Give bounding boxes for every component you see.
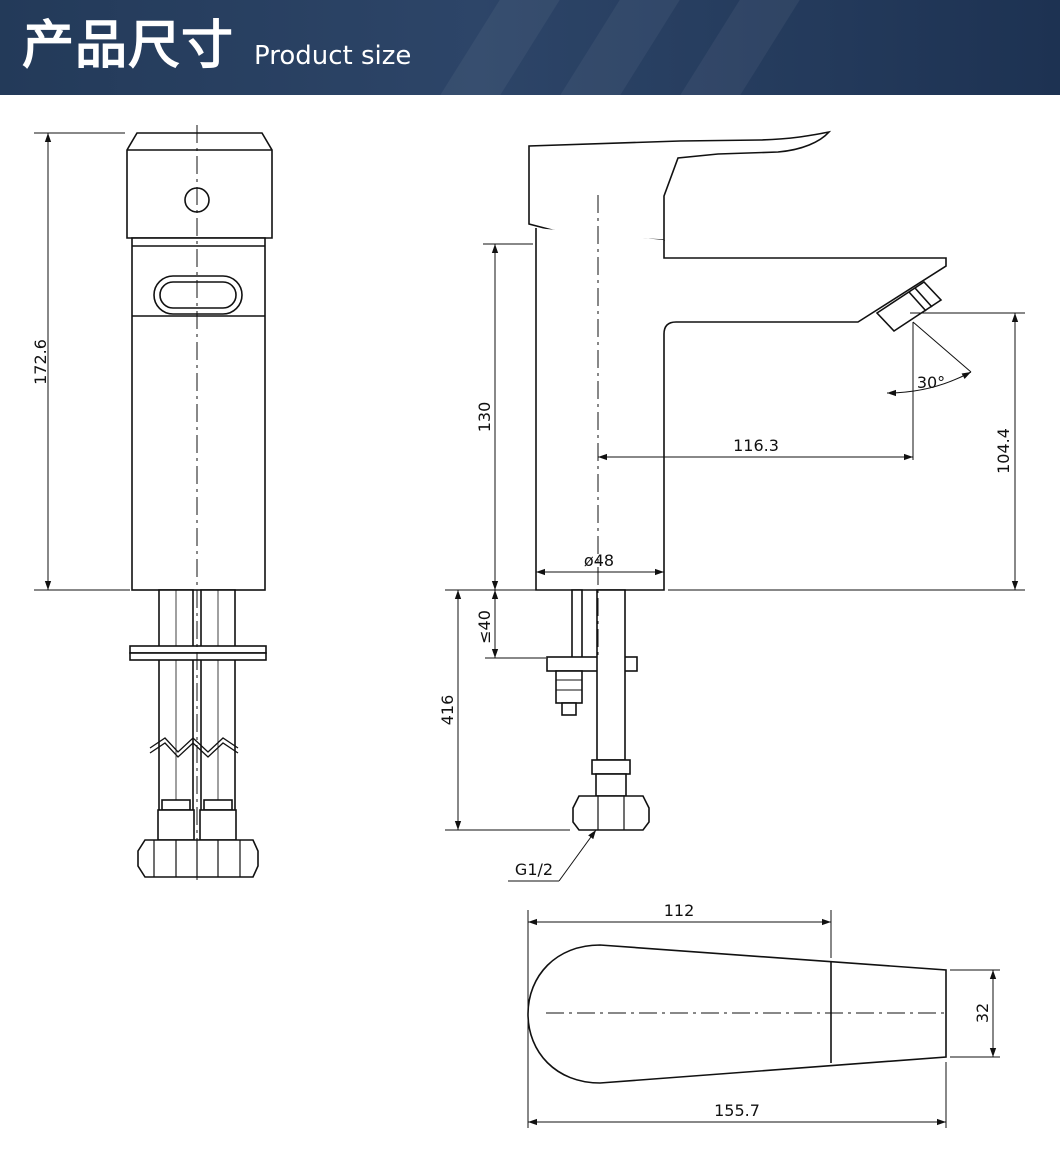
banner-stripe [440,0,560,95]
side-view [34,125,273,880]
spout-reach-label: 116.3 [733,436,779,455]
front-view [445,130,1025,882]
banner-stripe [680,0,800,95]
hose-length-label: 416 [438,695,457,726]
total-height-label: 172.6 [31,339,50,385]
technical-drawing: 172.6 [31,125,1025,1128]
header-banner: 产品尺寸 Product size [0,0,1060,95]
header-title-cn: 产品尺寸 [22,16,235,76]
spout-height-label: 104.4 [994,428,1013,474]
spray-angle-label: 30° [917,373,945,392]
handle-length-label: 112 [664,901,695,920]
diameter-label: ø48 [584,551,614,570]
banner-stripe [560,0,680,95]
thread-label: G1/2 [515,860,553,879]
deck-thickness-label: ≤40 [475,610,494,644]
body-height-label: 130 [475,402,494,433]
total-length-label: 155.7 [714,1101,760,1120]
width-label: 32 [973,1003,992,1023]
header-title-en: Product size [254,41,412,71]
top-view [527,910,1000,1128]
